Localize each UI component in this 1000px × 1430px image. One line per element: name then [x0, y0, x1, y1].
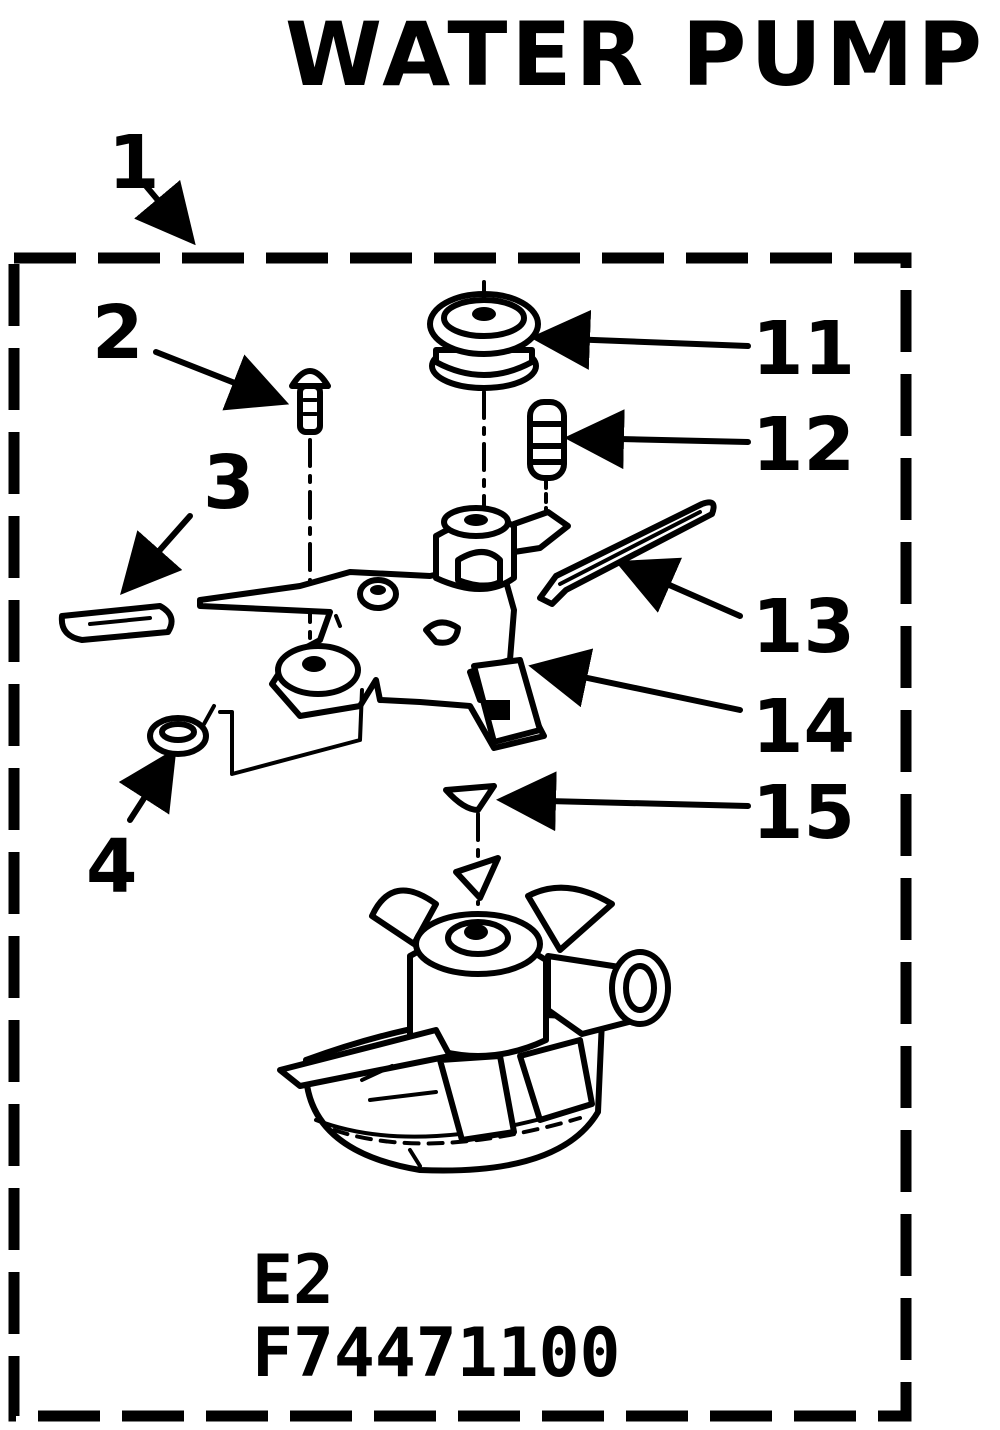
mechanism-arm-part-14 — [197, 505, 571, 776]
washer-part-4 — [147, 704, 216, 757]
link-bar-part-13 — [537, 499, 717, 607]
pump-housing — [277, 855, 671, 1174]
clip-part-3 — [58, 603, 175, 643]
callout-12: 12 — [752, 402, 855, 488]
callout-2: 2 — [92, 290, 144, 376]
leader-13 — [615, 557, 743, 619]
leader-3 — [120, 513, 193, 595]
leader-11 — [530, 309, 751, 370]
spring-part-12 — [527, 399, 567, 512]
diagram-title: WATER PUMP — [285, 3, 986, 106]
callout-13: 13 — [752, 584, 855, 670]
screw-part-2 — [289, 368, 331, 435]
pulley-part-11 — [427, 280, 541, 391]
leader-2 — [153, 349, 290, 411]
leader-1 — [134, 179, 196, 246]
assembly-boundary-box — [8, 252, 912, 1422]
callout-3: 3 — [203, 440, 255, 526]
leader-14 — [528, 648, 743, 713]
callout-11: 11 — [752, 306, 855, 392]
callout-14: 14 — [752, 684, 855, 770]
leader-4 — [118, 747, 177, 823]
leader-15 — [496, 771, 751, 832]
callout-4: 4 — [86, 824, 138, 910]
callout-15: 15 — [752, 770, 855, 856]
revision-code: E2 — [252, 1241, 334, 1320]
leader-12 — [564, 409, 751, 470]
nut-part-15 — [443, 783, 497, 813]
drawing-number: F74471100 — [252, 1314, 620, 1393]
